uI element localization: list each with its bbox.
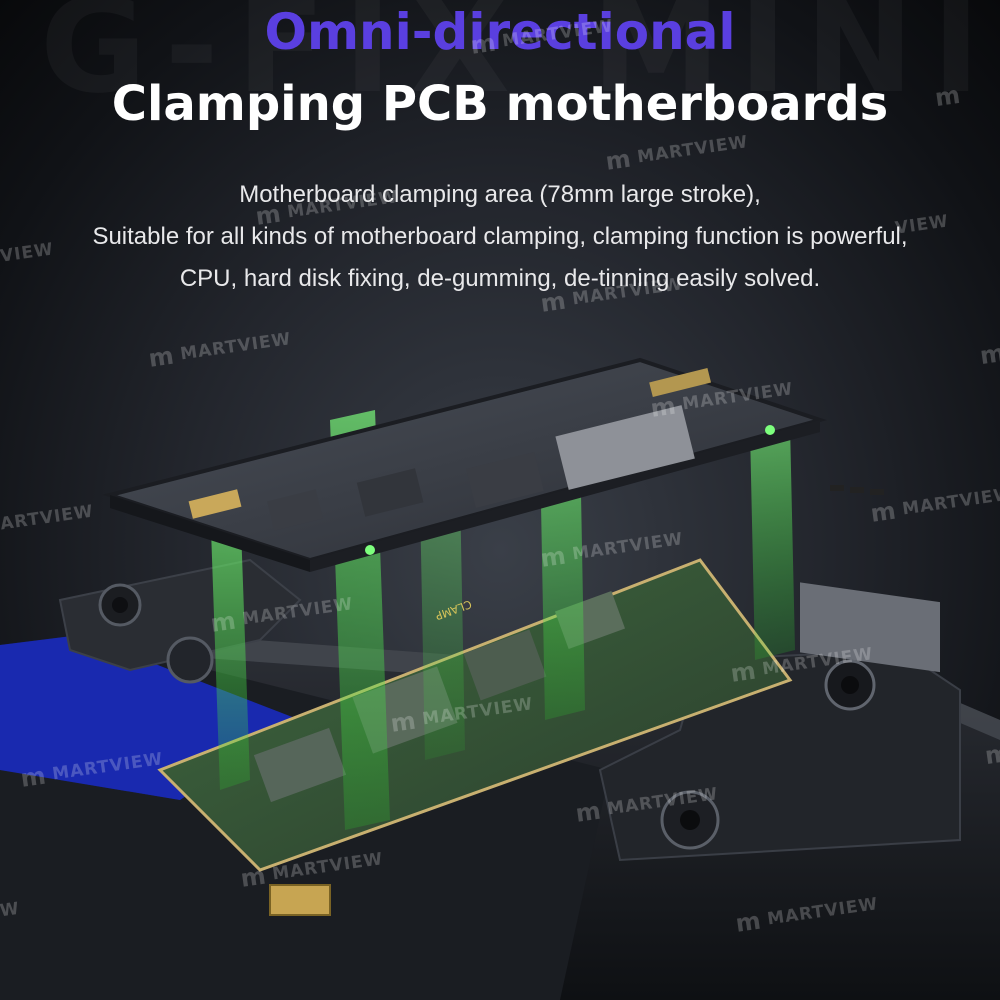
martview-logo-icon: m [388,706,419,738]
martview-logo-icon: m [573,796,604,828]
martview-logo-icon: m [868,496,899,528]
description-line-1: Motherboard clamping area (78mm large st… [239,181,761,208]
watermark-9: m [978,338,1000,370]
lower-motherboard [157,558,793,916]
martview-logo-icon: m [18,761,49,793]
watermark-3: m [933,80,969,112]
martview-logo-icon: m [728,656,759,688]
martview-logo-icon: m [538,541,569,573]
description-line-3: CPU, hard disk fixing, de-gumming, de-ti… [179,265,821,292]
martview-logo-icon: m [538,286,569,318]
martview-logo-icon: m [146,341,177,373]
upper-motherboard [102,357,827,572]
martview-logo-icon: m [733,906,764,938]
heading-omni-directional: Omni-directional [264,3,736,61]
martview-logo-icon: m [978,338,1000,371]
martview-logo-icon: m [933,80,963,113]
heading-clamping-pcb: Clamping PCB motherboards [111,76,889,132]
background-brand-word: G-FIX MINI [40,0,980,122]
martview-logo-icon: m [603,144,634,176]
martview-logo-icon: m [468,28,499,60]
martview-logo-icon: m [238,861,269,893]
watermark-21: W [0,898,22,922]
martview-logo-icon: m [983,738,1000,771]
watermark-19: m [983,738,1000,770]
description-line-2: Suitable for all kinds of motherboard cl… [92,223,908,250]
description-block: Motherboard clamping area (78mm large st… [0,174,1000,300]
martview-logo-icon: m [648,391,679,423]
martview-logo-icon: m [208,606,239,638]
martview-logo-icon: m [253,199,284,231]
product-illustration: CLAMP [0,357,1000,1000]
